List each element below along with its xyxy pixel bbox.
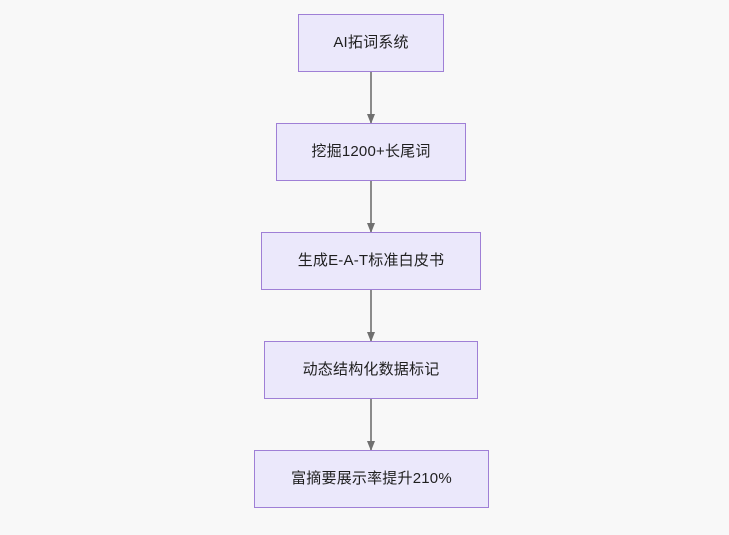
flowchart-node-n2[interactable]: 挖掘1200+长尾词 [276,123,466,181]
node-label: 生成E-A-T标准白皮书 [297,252,445,269]
node-label: 富摘要展示率提升210% [291,470,452,487]
flowchart-node-n1[interactable]: AI拓词系统 [298,14,444,72]
node-label: AI拓词系统 [333,34,409,51]
node-label: 动态结构化数据标记 [302,361,440,378]
flowchart-node-n3[interactable]: 生成E-A-T标准白皮书 [261,232,481,290]
node-label: 挖掘1200+长尾词 [311,143,431,160]
flowchart-node-n4[interactable]: 动态结构化数据标记 [264,341,478,399]
flowchart-node-n5[interactable]: 富摘要展示率提升210% [254,450,489,508]
